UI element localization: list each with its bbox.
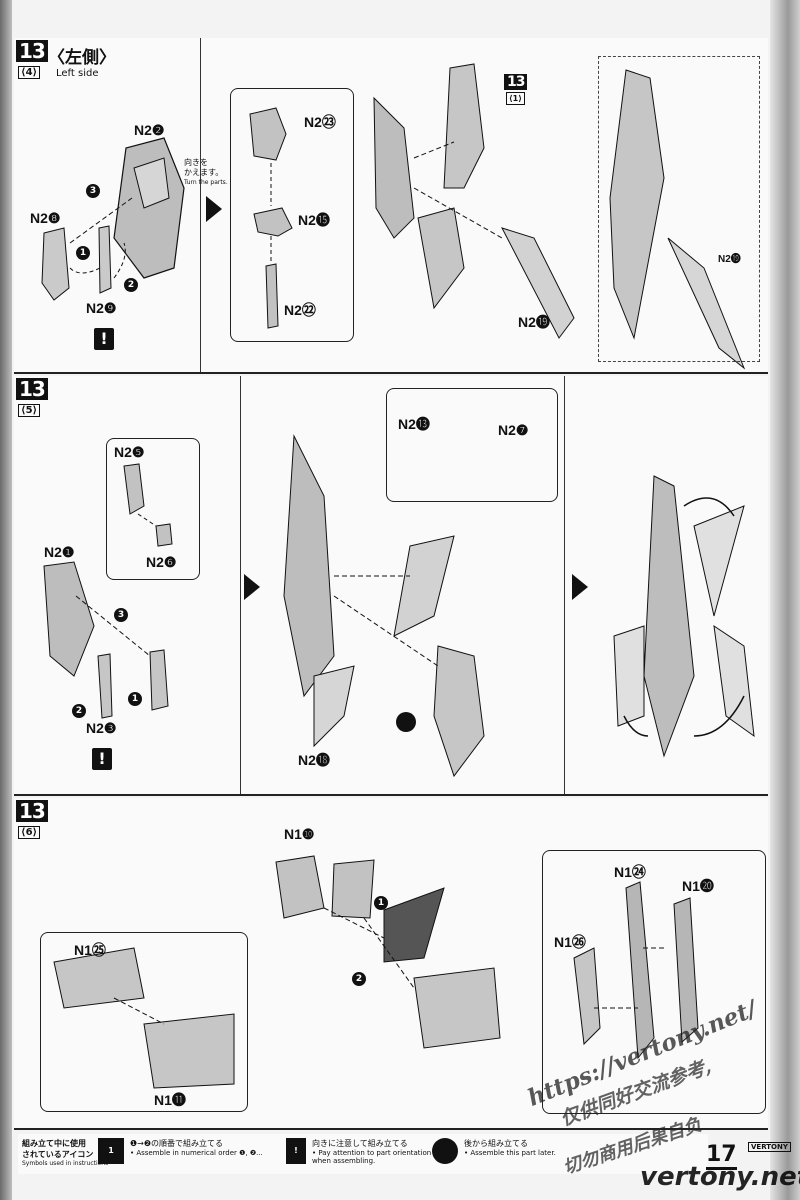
detail-box [542,850,766,1114]
step-badge-1: 1 [374,896,388,910]
attention-icon: ! [94,328,114,350]
turn-caption-jp: 向きを かえます。 [184,158,224,177]
divider [564,376,565,794]
step-title-en: Left side [56,68,99,79]
step-13-4: 13 ⟨4⟩ 〈左側〉 Left side N2❷ N2❽ N2❾ 3 1 2 … [14,38,768,374]
part-label: N2❺ [114,444,145,460]
substep-number: ⟨6⟩ [18,826,41,839]
part-label: N2❷ [134,122,165,138]
ref-step-number: 13 [504,74,528,90]
detail-box [386,388,558,502]
flow-arrow [244,574,260,600]
legend-item-order: ❶→❷の順番で組み立てる • Assemble in numerical ord… [130,1138,263,1157]
page-edge-left [0,0,12,1200]
divider [200,38,201,372]
legend: 組み立て中に使用 されているアイコン Symbols used in instr… [18,1134,708,1174]
detail-parts-illustration [249,63,746,370]
legend-item-later-en: • Assemble this part later. [464,1149,556,1157]
step-number: 13 [16,40,48,62]
step-badge-1: 1 [128,692,142,706]
substep-number: ⟨4⟩ [18,66,41,79]
part-label: N2❻ [146,554,177,570]
part-label: N1㉔ [614,864,646,880]
flow-arrow [206,196,222,222]
part-label: N2⓳ [518,314,550,330]
page-edge-right [770,0,800,1200]
legend-item-order-en: • Assemble in numerical order ❶, ❷... [130,1149,263,1157]
part-label: N2⓯ [298,212,330,228]
part-label: N2⓳ [718,254,741,265]
step-13-5: 13 ⟨5⟩ N2❺ N2❻ N2❶ N2❸ N2⓭ N2❼ N2⓲ 3 2 [14,376,768,796]
part-label: N2❾ [86,300,117,316]
step-13-6: 13 ⟨6⟩ N1❿ N1㉕ N1⓫ N1㉔ N1⓴ N1㉖ 1 2 [14,798,768,1130]
step-title-jp: 〈左側〉 [48,48,116,68]
reference-panel [598,56,760,362]
legend-intro-en: Symbols used in instructions [22,1160,109,1167]
detail-box [230,88,354,342]
step-number: 13 [16,378,48,400]
attention-icon: ! [286,1138,306,1164]
part-label: N1㉕ [74,942,106,958]
legend-item-orientation-jp: 向きに注意して組み立てる [312,1139,408,1148]
step-badge-3: 3 [114,608,128,622]
step-badge-2: 2 [352,972,366,986]
part-label: N2❸ [86,720,117,736]
step-badge-3: 3 [86,184,100,198]
legend-item-order-jp: ❶→❷の順番で組み立てる [130,1139,224,1148]
step-6-illustration [53,855,699,1089]
legend-item-orientation: 向きに注意して組み立てる • Pay attention to part ori… [312,1138,431,1165]
step-5-illustration [43,434,755,778]
legend-item-later-jp: 後から組み立てる [464,1139,528,1148]
part-label: N1❿ [284,826,315,842]
detail-box [40,932,248,1112]
legend-intro-jp: 組み立て中に使用 されているアイコン [22,1139,94,1159]
legend-item-orientation-en: • Pay attention to part orientation when… [312,1149,432,1165]
part-label: N2❼ [498,422,529,438]
turn-caption-en: Turn the parts. [184,179,228,186]
step-number: 13 [16,800,48,822]
ref-substep-number: ⟨1⟩ [506,92,525,105]
brand-tag: VERTONY [748,1142,791,1152]
step-badge-2: 2 [124,278,138,292]
part-label: N2❽ [30,210,61,226]
part-label: N2㉒ [284,302,316,318]
part-label: N1⓴ [682,878,714,894]
watermark-site: vertony.net [640,1162,800,1192]
divider [240,376,241,794]
part-label: N1㉖ [554,934,586,950]
detail-box [106,438,200,580]
part-label: N2㉓ [304,114,336,130]
flow-arrow [572,574,588,600]
part-label: N1⓫ [154,1092,186,1108]
part-label: N2⓲ [298,752,330,768]
turn-caption: 向きを かえます。 Turn the parts. [184,158,228,188]
order-icon: 1 [98,1138,124,1164]
step-badge-2: 2 [72,704,86,718]
part-label: N2❶ [44,544,75,560]
substep-number: ⟨5⟩ [18,404,41,417]
step-badge-1: 1 [76,246,90,260]
legend-item-later: 後から組み立てる • Assemble this part later. [464,1138,556,1157]
page-number: 17 [706,1142,737,1170]
later-icon [432,1138,458,1164]
attention-icon: ! [92,748,112,770]
part-label: N2⓭ [398,416,430,432]
legend-intro: 組み立て中に使用 されているアイコン Symbols used in instr… [22,1138,108,1167]
left-parts-illustration [41,137,185,301]
